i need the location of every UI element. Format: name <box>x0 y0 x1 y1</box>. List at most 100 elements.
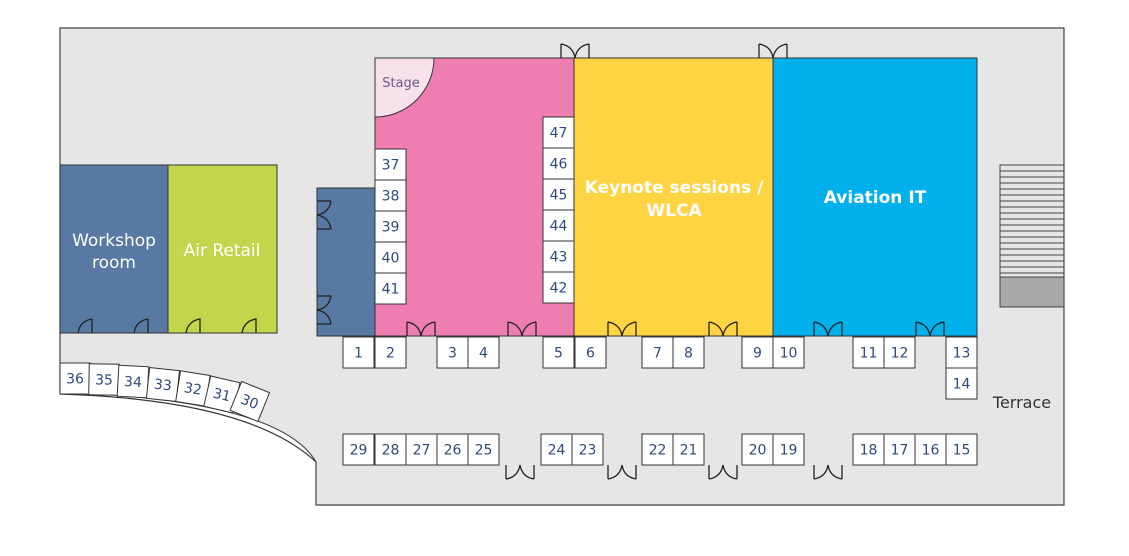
booth-35[interactable]: 35 <box>88 363 120 396</box>
booth-number: 25 <box>475 443 493 459</box>
stage-label: Stage <box>382 76 420 91</box>
booth-number: 9 <box>753 346 762 362</box>
booth-12[interactable]: 12 <box>883 336 916 369</box>
booth-19[interactable]: 19 <box>772 433 805 466</box>
booth-number: 38 <box>382 189 400 205</box>
booth-number: 28 <box>382 443 400 459</box>
staircase-icon <box>999 164 1065 308</box>
booth-4[interactable]: 4 <box>467 336 500 369</box>
booth-23[interactable]: 23 <box>571 433 604 466</box>
booth-number: 35 <box>95 372 113 388</box>
booth-29[interactable]: 29 <box>342 433 375 466</box>
booth-26[interactable]: 26 <box>436 433 469 466</box>
booth-number: 24 <box>548 443 566 459</box>
double-door-icon <box>607 464 637 480</box>
booth-24[interactable]: 24 <box>540 433 573 466</box>
booth-1[interactable]: 1 <box>342 336 375 369</box>
booth-number: 16 <box>922 443 940 459</box>
workshop-room-label-line2: room <box>92 253 136 273</box>
booth-number: 36 <box>66 372 84 388</box>
booth-39[interactable]: 39 <box>374 210 407 243</box>
stage[interactable] <box>374 57 435 118</box>
booth-number: 32 <box>183 380 203 399</box>
booth-number: 1 <box>354 346 363 362</box>
booth-number: 14 <box>953 377 971 393</box>
double-door-icon <box>915 321 945 337</box>
booth-45[interactable]: 45 <box>542 178 575 211</box>
booth-8[interactable]: 8 <box>672 336 705 369</box>
booth-number: 45 <box>550 188 568 204</box>
booth-number: 6 <box>586 346 595 362</box>
booth-10[interactable]: 10 <box>772 336 805 369</box>
booth-17[interactable]: 17 <box>883 433 916 466</box>
air-retail-room[interactable] <box>167 164 278 334</box>
booth-40[interactable]: 40 <box>374 241 407 274</box>
booth-number: 2 <box>386 346 395 362</box>
booth-number: 46 <box>550 157 568 173</box>
booth-number: 26 <box>444 443 462 459</box>
booth-number: 3 <box>448 346 457 362</box>
booth-11[interactable]: 11 <box>852 336 885 369</box>
entrance-room[interactable] <box>316 187 376 337</box>
booth-13[interactable]: 13 <box>945 336 978 369</box>
booth-number: 33 <box>153 377 172 395</box>
booth-38[interactable]: 38 <box>374 179 407 212</box>
keynote-hall[interactable] <box>573 57 774 337</box>
booth-25[interactable]: 25 <box>467 433 500 466</box>
booth-9[interactable]: 9 <box>741 336 774 369</box>
booth-36[interactable]: 36 <box>59 362 91 395</box>
booth-16[interactable]: 16 <box>914 433 947 466</box>
booth-30[interactable]: 30 <box>229 380 271 423</box>
booth-2[interactable]: 2 <box>374 336 407 369</box>
booth-number: 40 <box>382 251 400 267</box>
booth-number: 11 <box>860 346 878 362</box>
booth-44[interactable]: 44 <box>542 209 575 242</box>
booth-42[interactable]: 42 <box>542 271 575 304</box>
booth-number: 22 <box>649 443 667 459</box>
booth-34[interactable]: 34 <box>116 364 150 399</box>
booth-number: 42 <box>550 281 568 297</box>
booth-number: 37 <box>382 158 400 174</box>
booth-number: 10 <box>780 346 798 362</box>
booth-15[interactable]: 15 <box>945 433 978 466</box>
booth-number: 15 <box>953 443 971 459</box>
booth-6[interactable]: 6 <box>574 336 607 369</box>
booth-18[interactable]: 18 <box>852 433 885 466</box>
booth-31[interactable]: 31 <box>203 375 241 414</box>
booth-27[interactable]: 27 <box>405 433 438 466</box>
booth-46[interactable]: 46 <box>542 147 575 180</box>
booth-7[interactable]: 7 <box>641 336 674 369</box>
booth-37[interactable]: 37 <box>374 148 407 181</box>
booth-14[interactable]: 14 <box>945 367 978 400</box>
booth-number: 17 <box>891 443 909 459</box>
booth-number: 47 <box>550 126 568 142</box>
booth-47[interactable]: 47 <box>542 116 575 149</box>
booth-33[interactable]: 33 <box>145 366 181 403</box>
booth-number: 20 <box>749 443 767 459</box>
workshop-room[interactable] <box>59 164 169 334</box>
booth-number: 18 <box>860 443 878 459</box>
aviation-it-hall[interactable] <box>772 57 978 337</box>
booth-number: 23 <box>579 443 597 459</box>
booth-43[interactable]: 43 <box>542 240 575 273</box>
booth-41[interactable]: 41 <box>374 272 407 305</box>
double-door-icon <box>813 321 843 337</box>
booth-28[interactable]: 28 <box>374 433 407 466</box>
double-door-icon <box>560 43 590 59</box>
booth-number: 7 <box>653 346 662 362</box>
booth-3[interactable]: 3 <box>436 336 469 369</box>
booth-number: 31 <box>211 386 232 406</box>
booth-number: 8 <box>684 346 693 362</box>
keynote-label-line1: Keynote sessions / <box>585 178 764 198</box>
booth-20[interactable]: 20 <box>741 433 774 466</box>
double-door-icon <box>708 464 738 480</box>
booth-21[interactable]: 21 <box>672 433 705 466</box>
booth-number: 41 <box>382 282 400 298</box>
door-icon <box>77 318 93 334</box>
booth-22[interactable]: 22 <box>641 433 674 466</box>
aviation-it-label: Aviation IT <box>824 188 927 208</box>
booth-5[interactable]: 5 <box>542 336 575 369</box>
double-door-icon <box>708 321 738 337</box>
